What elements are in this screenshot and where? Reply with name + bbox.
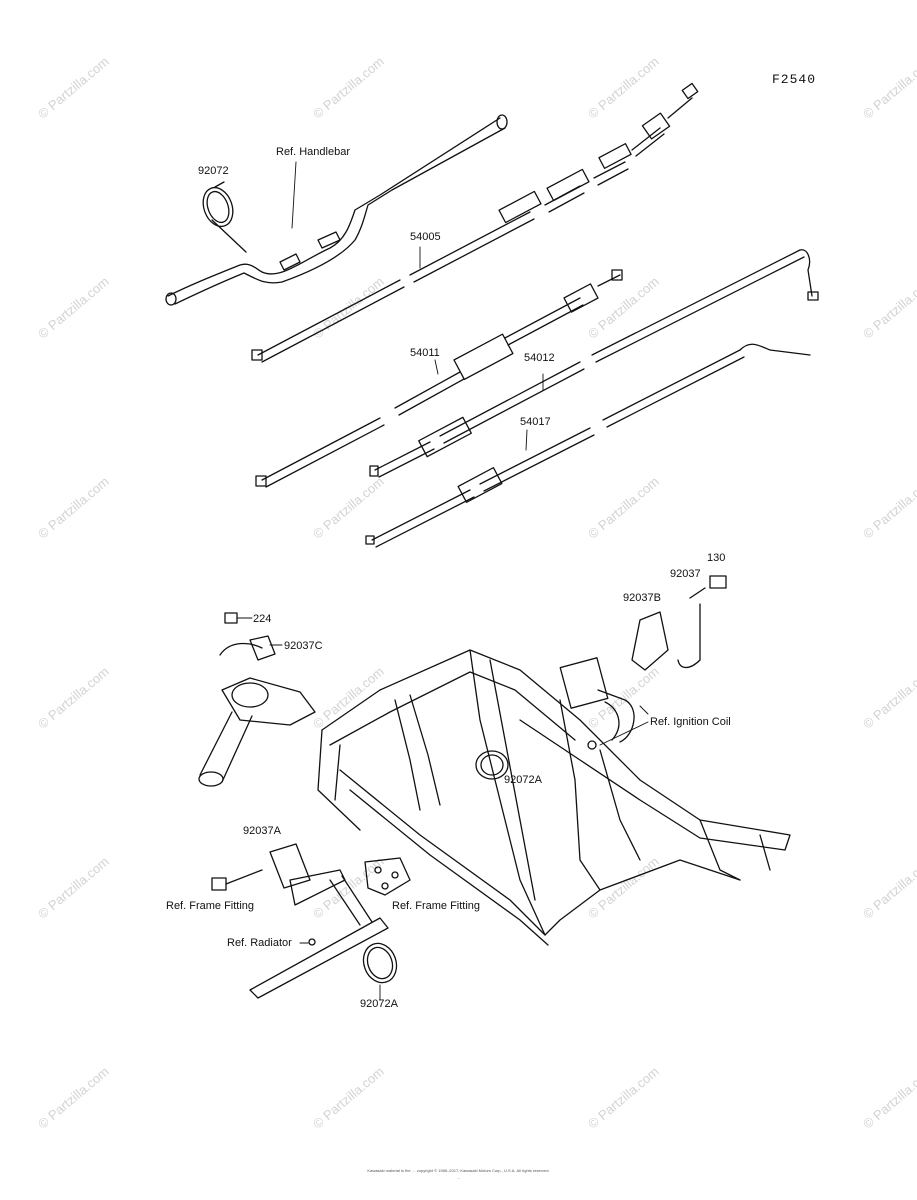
callout-130: 130 [707, 552, 726, 564]
callout-54017: 54017 [520, 416, 551, 428]
clamp-92072a-bottom [362, 942, 398, 1001]
footer-line-2: … [456, 1175, 461, 1180]
callout-92072a-top: 92072A [504, 774, 542, 786]
callout-ref-frame-fitting-left: Ref. Frame Fitting [166, 900, 255, 912]
callout-ref-radiator: Ref. Radiator [227, 937, 292, 949]
footer-line-1: Kawasaki material is the … copyright © 1… [367, 1168, 550, 1173]
callout-ref-ignition-coil: Ref. Ignition Coil [650, 716, 731, 728]
callout-224: 224 [253, 613, 272, 625]
clamp-92072 [202, 181, 234, 228]
ignition-coil-group [559, 575, 727, 743]
callout-ref-handlebar: Ref. Handlebar [276, 146, 350, 158]
switch-housing [198, 612, 316, 787]
frame [317, 649, 791, 946]
cable-54005 [251, 82, 699, 363]
callout-92037b: 92037B [623, 592, 661, 604]
callout-ref-frame-fitting-right: Ref. Frame Fitting [392, 900, 481, 912]
handlebar [165, 114, 508, 306]
callout-92037a: 92037A [243, 825, 281, 837]
callout-92072: 92072 [198, 165, 229, 177]
callout-54012: 54012 [524, 352, 555, 364]
callout-54005: 54005 [410, 231, 441, 243]
cable-54012 [369, 249, 819, 478]
cable-54017 [365, 343, 811, 548]
callout-92037c: 92037C [284, 640, 323, 652]
callout-54011: 54011 [410, 347, 440, 359]
diagram-code: F2540 [772, 72, 817, 87]
callout-92037: 92037 [670, 568, 701, 580]
cable-54011 [255, 269, 623, 488]
callout-92072a-bottom: 92072A [360, 998, 398, 1010]
radiator-bracket [211, 843, 411, 999]
